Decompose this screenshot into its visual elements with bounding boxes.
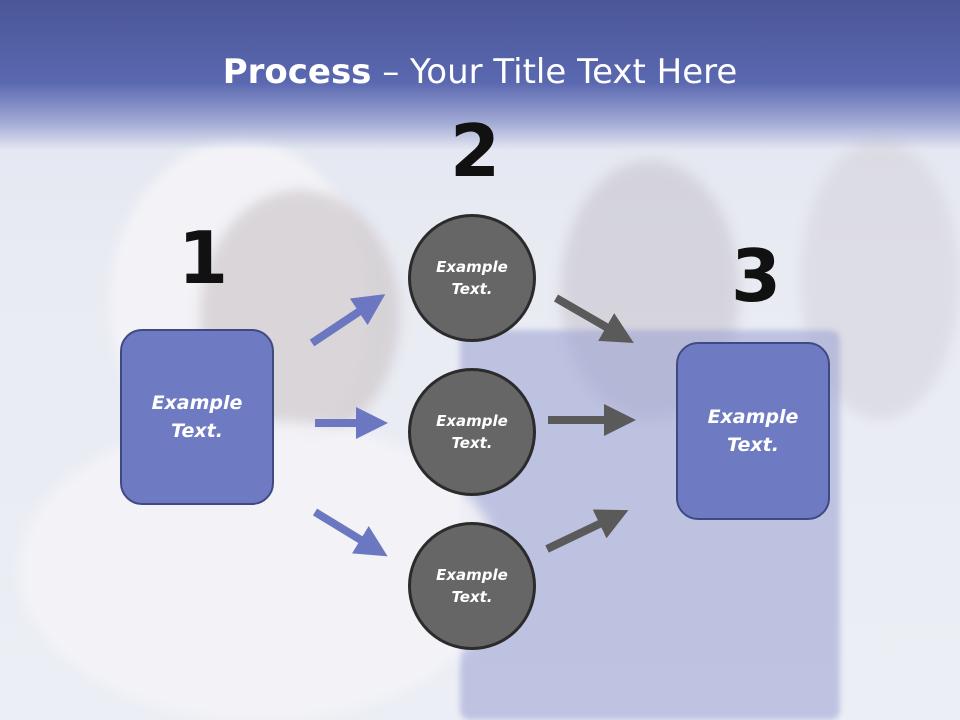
- arrow-from-circle-top: [553, 294, 634, 344]
- title-bold: Process: [222, 52, 372, 92]
- arrow-from-circle-bottom: [545, 509, 629, 553]
- slide-title: Process – Your Title Text Here: [0, 52, 960, 92]
- step-number-1: 1: [178, 216, 229, 300]
- step-number-3: 3: [731, 234, 782, 318]
- circle-bottom: Example Text.: [408, 522, 536, 650]
- circle-top: Example Text.: [408, 214, 536, 342]
- left-box: Example Text.: [120, 329, 274, 505]
- circle-top-text: Example Text.: [436, 257, 508, 299]
- arrow-to-circle-top: [309, 294, 386, 347]
- right-box: Example Text.: [676, 342, 830, 520]
- title-bar: [0, 0, 960, 150]
- circle-middle-text: Example Text.: [436, 411, 508, 453]
- circle-bottom-text: Example Text.: [436, 565, 508, 607]
- circle-middle: Example Text.: [408, 368, 536, 496]
- arrow-to-circle-bottom: [312, 508, 388, 557]
- title-rest: – Your Title Text Here: [371, 52, 738, 92]
- step-number-2: 2: [450, 109, 501, 193]
- left-box-text: Example Text.: [151, 391, 243, 443]
- right-box-text: Example Text.: [707, 405, 799, 457]
